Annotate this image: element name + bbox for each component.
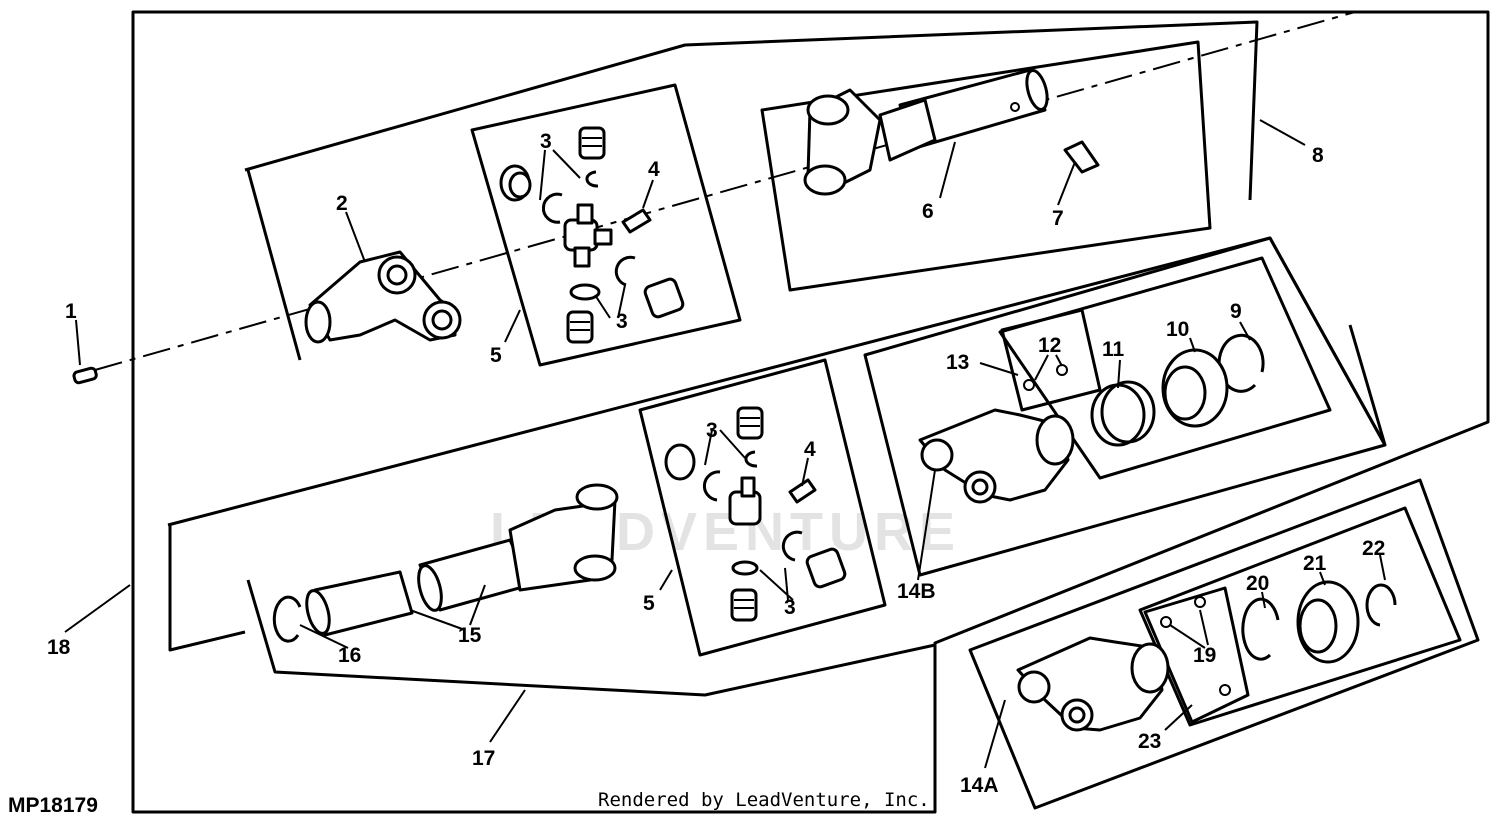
callout-10: 10 [1166, 318, 1189, 341]
cross-kit-5-lower [664, 406, 847, 622]
callout-3: 3 [706, 419, 718, 442]
center-line [94, 11, 1356, 371]
shaft-6-box [760, 40, 1212, 292]
diagram-id: MP18179 [8, 794, 98, 817]
callout-5: 5 [490, 344, 502, 367]
callout-1: 1 [65, 300, 77, 323]
snap-ring-20 [1241, 597, 1280, 661]
assembly-8-lower-edge [246, 169, 302, 361]
kit-5-upper-box [470, 83, 742, 367]
assembly-8-outline [244, 20, 1259, 201]
callout-5: 5 [643, 592, 655, 615]
callout-16: 16 [338, 644, 361, 667]
spring-pin-1 [72, 366, 98, 385]
assembly-17-outline [168, 525, 936, 697]
callout-4: 4 [648, 158, 660, 181]
grease-fitting-7 [1063, 140, 1100, 174]
inner-shaft-15 [417, 483, 619, 612]
snap-ring-16 [272, 595, 302, 643]
kit-12-box [1000, 308, 1102, 412]
kit-20-22-box [1138, 506, 1462, 727]
callout-13: 13 [946, 351, 969, 374]
leader-lines [64, 119, 1386, 769]
kit-14a-box [968, 478, 1480, 810]
middle-divider-right [1348, 324, 1387, 446]
balls-19 [1160, 596, 1231, 696]
credit-text: Rendered by LeadVenture, Inc. [598, 789, 930, 811]
callout-3: 3 [540, 130, 552, 153]
callout-15: 15 [458, 624, 482, 647]
outer-frame [131, 10, 1490, 814]
callout-21: 21 [1303, 552, 1327, 575]
bearing-21 [1296, 580, 1360, 664]
callout-2: 2 [336, 192, 348, 215]
cross-kit-5-upper [499, 126, 685, 344]
outer-shaft-15 [305, 570, 414, 637]
callout-11: 11 [1102, 338, 1125, 361]
callout-20: 20 [1246, 572, 1269, 595]
callout-22: 22 [1362, 537, 1385, 560]
callout-6: 6 [922, 200, 934, 223]
snap-ring-9 [1217, 333, 1265, 393]
washer-22 [1365, 583, 1397, 627]
callout-8: 8 [1312, 144, 1324, 167]
kit-19-box [1143, 586, 1250, 724]
kit-5-lower-box [638, 358, 887, 657]
callout-12: 12 [1038, 334, 1061, 357]
callout-14a: 14A [960, 774, 999, 797]
callout-23: 23 [1138, 730, 1161, 753]
callout-4: 4 [804, 438, 816, 461]
yoke-14a [1016, 636, 1170, 732]
callout-17: 17 [472, 747, 495, 770]
shaft-6 [803, 68, 1049, 196]
bearing-10 [1161, 348, 1229, 428]
callout-7: 7 [1052, 207, 1064, 230]
callout-3: 3 [784, 596, 796, 619]
kit-14b-box [863, 236, 1387, 577]
seal-11 [1090, 380, 1156, 447]
callout-18: 18 [47, 636, 71, 659]
yoke-14b [918, 408, 1075, 504]
callout-9: 9 [1230, 300, 1242, 323]
callout-14b: 14B [897, 580, 936, 603]
yoke-2 [304, 250, 462, 344]
callout-3: 3 [616, 310, 628, 333]
callout-19: 19 [1193, 644, 1216, 667]
